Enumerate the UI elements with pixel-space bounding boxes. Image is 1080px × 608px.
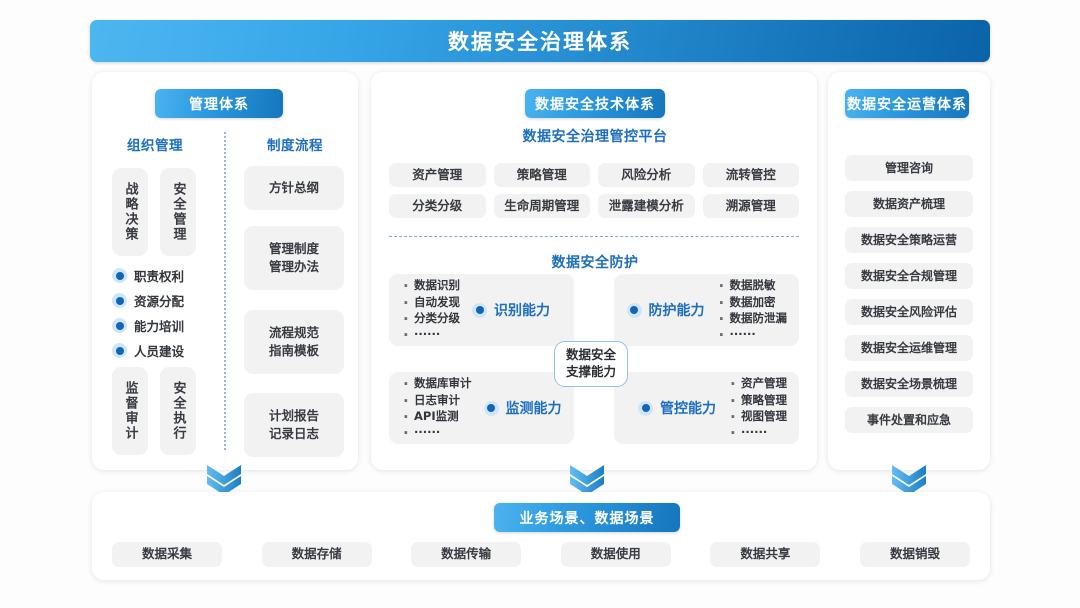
scenario-chip-transmit[interactable]: 数据传输 xyxy=(411,542,522,567)
bullet-dot-icon xyxy=(638,400,653,416)
support-capability-badge: 数据安全支撑能力 xyxy=(554,341,628,387)
bullet-dot-icon xyxy=(112,343,127,358)
process-chip-reports[interactable]: 计划报告记录日志 xyxy=(244,393,344,457)
capability-box-monitor[interactable]: 数据库审计 日志审计 API监测 ······ 监测能力 xyxy=(389,372,574,445)
scenario-item-list: 数据采集 数据存储 数据传输 数据使用 数据共享 数据销毁 xyxy=(112,542,970,567)
scenario-chip-share[interactable]: 数据共享 xyxy=(710,542,821,567)
scenario-chip-store[interactable]: 数据存储 xyxy=(261,542,372,567)
operation-chip-scenario-sort[interactable]: 数据安全场景梳理 xyxy=(845,371,973,397)
list-item: ······ xyxy=(401,325,460,347)
capability-label: 监测能力 xyxy=(505,401,562,417)
capability-label: 识别能力 xyxy=(494,303,550,319)
capability-label-wrap: 管控能力 xyxy=(638,398,716,418)
platform-chip-lifecycle[interactable]: 生命周期管理 xyxy=(493,194,590,218)
double-chevron-down-icon xyxy=(207,465,241,495)
list-item: 自动发现 xyxy=(401,293,460,315)
management-system-header: 管理体系 xyxy=(155,89,283,118)
platform-chip-policy[interactable]: 策略管理 xyxy=(493,163,590,187)
process-chip-standards[interactable]: 流程规范指南模板 xyxy=(244,310,344,374)
process-system-title: 制度流程 xyxy=(267,138,323,154)
process-chip-policy[interactable]: 方针总纲 xyxy=(244,166,344,210)
bullet-dot-icon xyxy=(472,302,487,318)
org-vchip-security[interactable]: 安全管理 xyxy=(160,168,196,256)
list-item-label: 职责权利 xyxy=(134,269,185,284)
process-chip-rules[interactable]: 管理制度管理办法 xyxy=(244,226,344,290)
capability-label-wrap: 防护能力 xyxy=(626,300,705,320)
list-item: ······ xyxy=(401,423,472,445)
org-vchip-audit[interactable]: 监督审计 xyxy=(112,367,148,455)
capability-item-list: 数据脱敏 数据加密 数据防泄漏 ······ xyxy=(717,276,788,347)
capability-item-list: 资产管理 策略管理 视图管理 ······ xyxy=(728,374,787,445)
list-item: 数据库审计 xyxy=(401,374,472,396)
scenario-header: 业务场景、数据场景 xyxy=(494,503,680,532)
list-item: ······ xyxy=(717,325,788,347)
capability-label: 防护能力 xyxy=(648,303,705,319)
list-item: 数据识别 xyxy=(401,276,460,298)
list-item: 数据脱敏 xyxy=(717,276,788,298)
list-item-label: 资源分配 xyxy=(134,294,185,309)
list-item-label: 人员建设 xyxy=(134,344,185,359)
org-vchip-execution[interactable]: 安全执行 xyxy=(160,367,196,455)
list-item: 视图管理 xyxy=(728,407,787,429)
list-item[interactable]: 能力培训 xyxy=(112,313,217,338)
bullet-dot-icon xyxy=(112,293,127,308)
operation-chip-asset-sorting[interactable]: 数据资产梳理 xyxy=(845,191,973,217)
page-title: 数据安全治理体系 xyxy=(90,20,990,62)
scenario-chip-use[interactable]: 数据使用 xyxy=(560,542,671,567)
platform-chip-asset[interactable]: 资产管理 xyxy=(389,163,486,187)
list-item[interactable]: 职责权利 xyxy=(112,263,217,288)
capability-item-list: 数据识别 自动发现 分类分级 ······ xyxy=(401,276,460,347)
capability-label-wrap: 监测能力 xyxy=(483,398,562,418)
capability-item-list: 数据库审计 日志审计 API监测 ······ xyxy=(401,374,472,445)
platform-chip-leak-model[interactable]: 泄露建模分析 xyxy=(598,194,695,218)
operation-chip-incident[interactable]: 事件处置和应急 xyxy=(845,407,973,433)
double-chevron-down-icon xyxy=(570,465,604,495)
capability-box-control[interactable]: 管控能力 资产管理 策略管理 视图管理 ······ xyxy=(614,372,799,445)
protection-title: 数据安全防护 xyxy=(551,255,639,271)
list-item: API监测 xyxy=(401,407,472,429)
operation-chip-compliance[interactable]: 数据安全合规管理 xyxy=(845,263,973,289)
capability-box-identify[interactable]: 数据识别 自动发现 分类分级 ······ 识别能力 xyxy=(389,274,574,347)
operation-item-list: 管理咨询 数据资产梳理 数据安全策略运营 数据安全合规管理 数据安全风险评估 数… xyxy=(845,155,973,433)
double-chevron-down-icon xyxy=(892,465,926,495)
list-item: 策略管理 xyxy=(728,391,787,413)
scenario-chip-destroy[interactable]: 数据销毁 xyxy=(859,542,970,567)
operation-chip-risk-assess[interactable]: 数据安全风险评估 xyxy=(845,299,973,325)
bullet-dot-icon xyxy=(112,268,127,283)
platform-chip-classify[interactable]: 分类分级 xyxy=(389,194,486,218)
platform-chip-grid: 资产管理 策略管理 风险分析 流转管控 分类分级 生命周期管理 泄露建模分析 溯… xyxy=(389,163,799,218)
center-panel-divider xyxy=(389,236,799,237)
bullet-dot-icon xyxy=(626,302,642,318)
list-item: 日志审计 xyxy=(401,391,472,413)
left-panel-divider xyxy=(224,132,226,450)
org-bullet-list: 职责权利 资源分配 能力培训 人员建设 xyxy=(112,263,217,363)
list-item[interactable]: 人员建设 xyxy=(112,338,217,363)
bullet-dot-icon xyxy=(483,400,499,416)
org-vchip-strategy[interactable]: 战略决策 xyxy=(112,168,148,256)
list-item: ······ xyxy=(728,423,787,445)
platform-chip-trace[interactable]: 溯源管理 xyxy=(702,194,799,218)
operation-chip-policy-ops[interactable]: 数据安全策略运营 xyxy=(845,227,973,253)
capability-box-protect[interactable]: 防护能力 数据脱敏 数据加密 数据防泄漏 ······ xyxy=(614,274,799,347)
list-item: 分类分级 xyxy=(401,309,460,331)
list-item: 数据加密 xyxy=(717,293,788,315)
operation-chip-consulting[interactable]: 管理咨询 xyxy=(845,155,973,181)
platform-chip-risk[interactable]: 风险分析 xyxy=(598,163,695,187)
list-item: 数据防泄漏 xyxy=(717,309,787,331)
scenario-chip-collect[interactable]: 数据采集 xyxy=(112,542,222,567)
org-management-title: 组织管理 xyxy=(127,138,183,154)
list-item[interactable]: 资源分配 xyxy=(112,288,217,313)
operation-system-header: 数据安全运营体系 xyxy=(845,89,969,118)
platform-title: 数据安全治理管控平台 xyxy=(522,129,668,145)
bullet-dot-icon xyxy=(112,318,127,333)
platform-chip-flow[interactable]: 流转管控 xyxy=(702,163,799,187)
technology-system-header: 数据安全技术体系 xyxy=(525,89,665,118)
capability-label: 管控能力 xyxy=(660,401,716,417)
capability-label-wrap: 识别能力 xyxy=(472,300,550,320)
list-item: 资产管理 xyxy=(728,374,787,396)
list-item-label: 能力培训 xyxy=(134,319,185,334)
operation-chip-ops-management[interactable]: 数据安全运维管理 xyxy=(845,335,973,361)
